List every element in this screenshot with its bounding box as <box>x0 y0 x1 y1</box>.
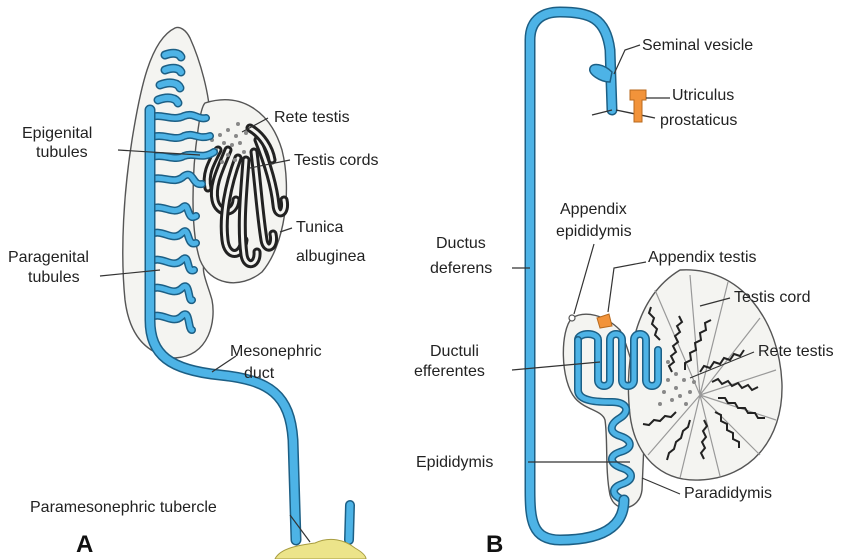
label-rete-testis-b: Rete testis <box>758 343 834 360</box>
label-appendix-testis: Appendix testis <box>648 249 757 266</box>
panel-b: Seminal vesicle Utriculus prostaticus Ap… <box>414 12 834 558</box>
label-paragenital-2: tubules <box>28 269 80 286</box>
leader-appendix-epididymis <box>574 244 594 314</box>
panel-label-a: A <box>76 531 93 558</box>
label-tunica-2: albuginea <box>296 248 366 265</box>
leader-seminal-vesicle <box>614 45 640 74</box>
label-appendix-epididymis-1: Appendix <box>560 201 627 218</box>
appendix-epididymis-shape <box>569 315 575 321</box>
label-ductuli-1: Ductuli <box>430 343 479 360</box>
utriculus-shape <box>630 90 646 122</box>
panel-a: Rete testis Epigenital tubules Testis co… <box>8 27 378 559</box>
label-epigenital-2: tubules <box>36 144 88 161</box>
label-testis-cords-a: Testis cords <box>294 152 378 169</box>
label-mesonephric-2: duct <box>244 365 275 382</box>
urethra-lines <box>592 110 655 118</box>
label-paragenital-1: Paragenital <box>8 249 89 266</box>
label-ductus-deferens-1: Ductus <box>436 235 486 252</box>
label-utriculus-1: Utriculus <box>672 87 734 104</box>
label-mesonephric-1: Mesonephric <box>230 343 322 360</box>
label-utriculus-2: prostaticus <box>660 112 737 129</box>
label-epididymis: Epididymis <box>416 454 493 471</box>
leader-paradidymis <box>642 478 680 494</box>
label-appendix-epididymis-2: epididymis <box>556 223 632 240</box>
label-tunica-1: Tunica <box>296 219 344 236</box>
label-rete-testis-a: Rete testis <box>274 109 350 126</box>
label-ductuli-2: efferentes <box>414 363 485 380</box>
label-testis-cord-b: Testis cord <box>734 289 810 306</box>
label-paradidymis: Paradidymis <box>684 485 772 502</box>
leader-appendix-testis <box>608 262 646 312</box>
label-ductus-deferens-2: deferens <box>430 260 492 277</box>
panel-label-b: B <box>486 531 503 558</box>
label-epigenital-1: Epigenital <box>22 125 92 142</box>
label-paramesonephric-tubercle: Paramesonephric tubercle <box>30 499 217 516</box>
label-seminal-vesicle: Seminal vesicle <box>642 37 753 54</box>
